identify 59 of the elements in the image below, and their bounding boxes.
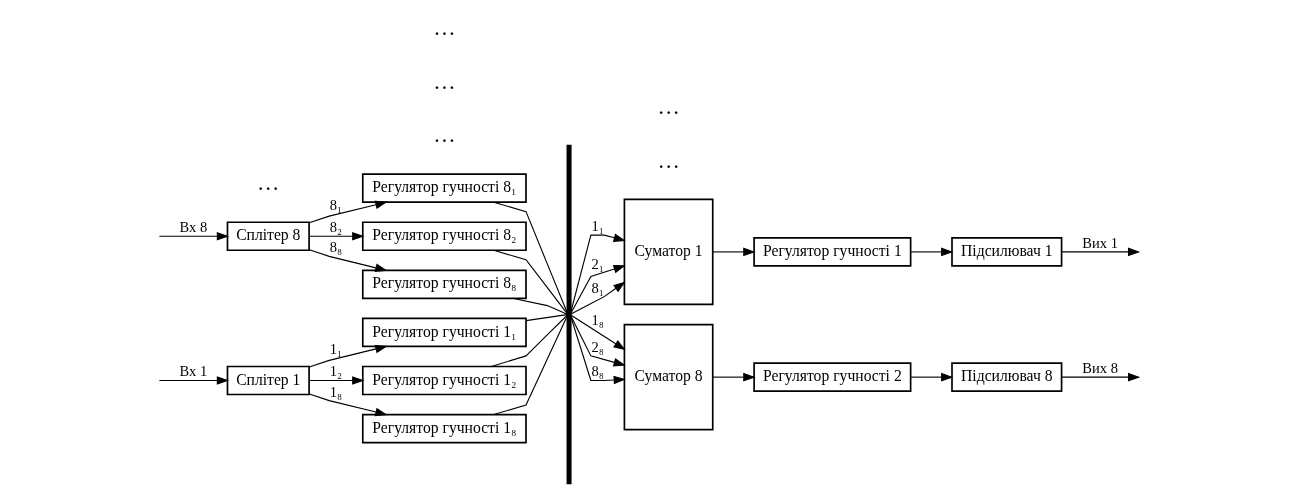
edge-label: 8₁ [591,279,604,296]
edge-label: Вих 8 [1082,360,1118,377]
node-box: Регулятор гучності 2 [753,362,912,392]
label: … [657,94,680,120]
connector [511,297,568,315]
arrow [570,315,626,367]
label: … [433,15,456,40]
node-box: Регулятор гучності 1 [753,237,912,267]
edge-label: Вх 1 [179,363,208,380]
node-box: Суматор 1 [623,198,714,306]
arrow [570,264,626,314]
node-box: Суматор 8 [623,323,714,431]
arrow [308,344,388,368]
edge-label: 2₈ [591,338,604,355]
edge-label: 2₁ [591,256,604,273]
node-box: Регулятор гучності 8₈ [361,269,527,300]
arrow [308,376,365,385]
arrow [570,281,626,315]
node-box: Регулятор гучності 8₁ [361,173,527,203]
label: … [433,68,456,94]
arrow [1061,247,1141,257]
edge-label: 1₁ [591,218,604,235]
arrow [712,372,756,382]
edge-label: 1₈ [329,383,343,400]
arrow [158,231,230,241]
node-box: Підсилювач 1 [951,237,1063,267]
connector [525,314,568,322]
edge-label: Вих 1 [1082,234,1118,251]
arrow [308,200,388,224]
edge-label: 8₁ [329,196,343,213]
node-box: Сплітер 8 [226,221,310,252]
node-box: Сплітер 1 [226,365,310,396]
edge-label: 8₈ [329,239,343,256]
arrow [1061,372,1141,382]
edge-label: 8₂ [329,219,343,236]
edge-label: 1₈ [591,312,604,329]
edge-label: 1₁ [329,341,343,358]
arrow [712,247,756,257]
arrow [910,247,954,257]
edge-label: 8₈ [591,363,604,380]
node-box: Регулятор гучності 8₂ [361,221,527,252]
node-box: Регулятор гучності 1₈ [361,413,527,444]
arrow [308,393,388,417]
arrow [308,231,365,241]
label: … [257,170,280,196]
arrow [910,372,954,382]
edge-label: 1₂ [329,363,343,380]
node-box: Підсилювач 8 [951,362,1063,392]
arrow [570,233,626,313]
node-box: Регулятор гучності 1₂ [361,365,527,396]
arrow [308,249,388,272]
edge-label: Вх 8 [179,219,208,236]
arrow [570,314,626,351]
node-box: Регулятор гучності 1₁ [361,317,527,348]
label: … [433,122,456,148]
arrow [570,315,626,385]
node-bar [566,144,572,485]
label: … [657,148,680,174]
arrow [158,376,230,385]
